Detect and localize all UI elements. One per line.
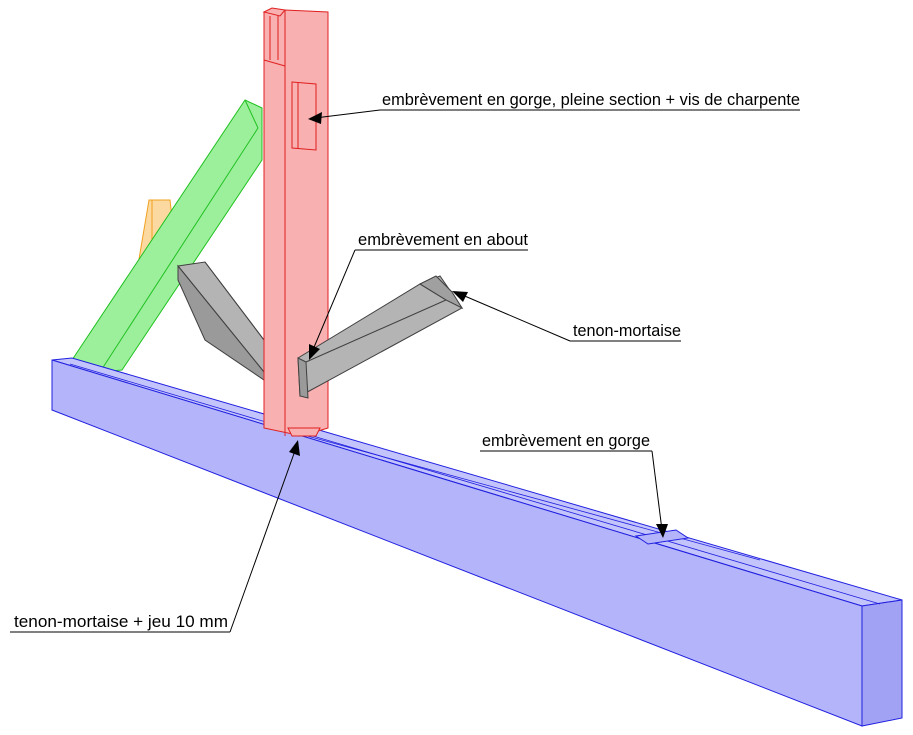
label-about: embrèvement en about (358, 230, 528, 249)
king-post (262, 7, 329, 437)
leader-gorge-pleine-section (308, 109, 800, 124)
label-gorge-pleine-section: embrèvement en gorge, pleine section + v… (382, 90, 800, 109)
strut-right (297, 275, 464, 399)
label-tenon-mortaise-jeu: tenon-mortaise + jeu 10 mm (14, 612, 228, 631)
leader-tenon-mortaise (452, 291, 681, 342)
leader-tenon-mortaise-jeu (10, 440, 300, 633)
label-gorge: embrèvement en gorge (482, 431, 650, 450)
strut-left (177, 261, 265, 381)
label-tenon-mortaise: tenon-mortaise (573, 321, 681, 340)
leader-gorge (480, 450, 668, 538)
leader-about (309, 249, 528, 360)
tie-beam (51, 357, 903, 727)
